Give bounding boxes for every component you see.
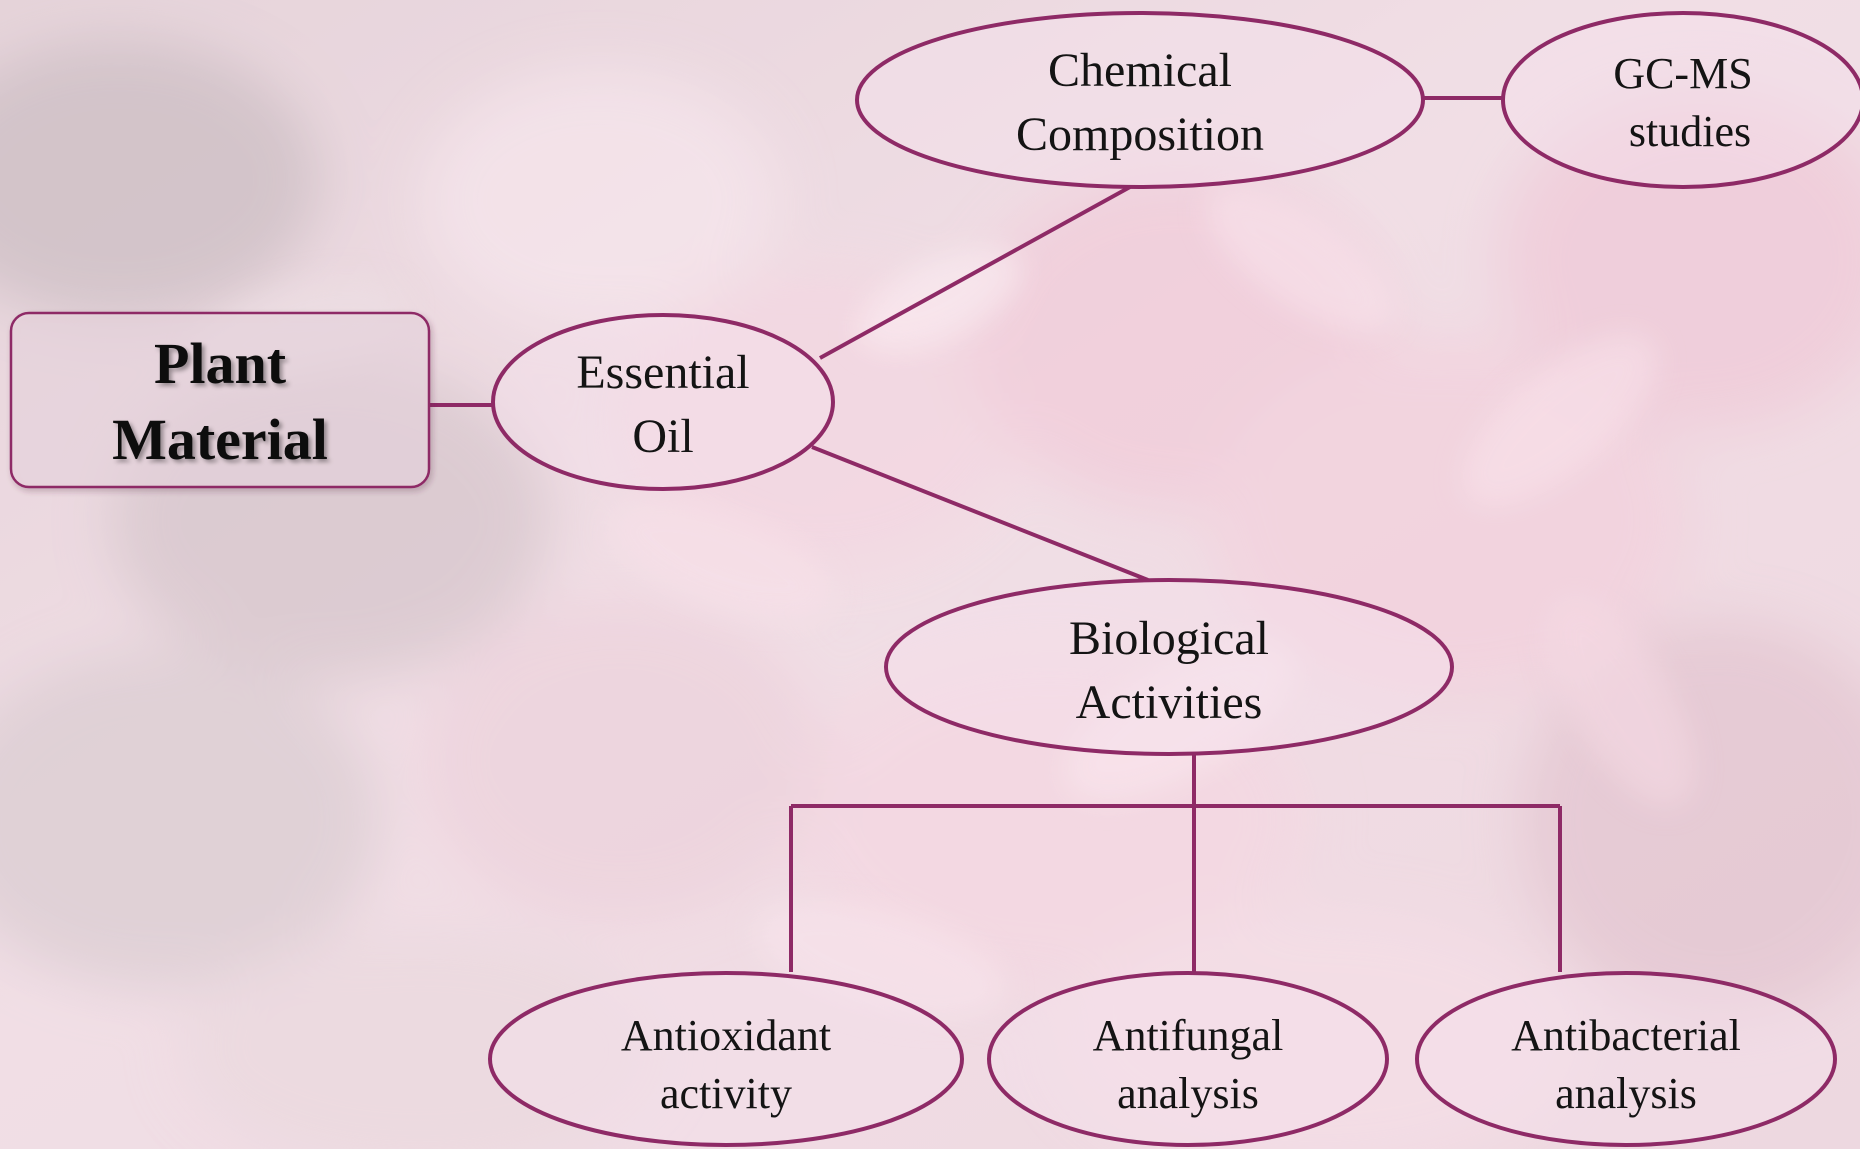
- node-chemical-composition: Chemical Composition: [855, 11, 1425, 189]
- plant-material-label-line2: Material: [112, 407, 328, 472]
- antibacterial-label-line2: analysis: [1555, 1069, 1697, 1118]
- gcms-label-line1: GC-MS: [1613, 49, 1752, 98]
- antioxidant-label-line1: Antioxidant: [621, 1011, 831, 1060]
- connector-oil-to-chemical: [819, 185, 1131, 360]
- biological-activities-label-line1: Biological: [1069, 612, 1269, 665]
- antibacterial-label-line1: Antibacterial: [1511, 1011, 1741, 1060]
- gcms-label-line2: studies: [1629, 107, 1751, 156]
- node-biological-activities: Biological Activities: [884, 578, 1454, 756]
- antioxidant-label-line2: activity: [660, 1069, 792, 1118]
- connector-oil-to-biological: [811, 445, 1149, 582]
- antifungal-label-line2: analysis: [1117, 1069, 1259, 1118]
- node-essential-oil: Essential Oil: [491, 313, 835, 491]
- essential-oil-label-line2: Oil: [632, 410, 693, 463]
- biological-activities-label-line2: Activities: [1076, 676, 1263, 729]
- node-gcms-studies: GC-MS studies: [1501, 11, 1860, 189]
- antifungal-label-line1: Antifungal: [1093, 1011, 1284, 1060]
- plant-material-label-line1: Plant: [154, 331, 287, 396]
- connectors: [430, 96, 1562, 972]
- essential-oil-label-line1: Essential: [576, 346, 749, 399]
- chemical-composition-label-line1: Chemical: [1048, 44, 1232, 97]
- node-antifungal-analysis: Antifungal analysis: [987, 971, 1389, 1147]
- node-antioxidant-activity: Antioxidant activity: [488, 971, 964, 1147]
- chemical-composition-label-line2: Composition: [1016, 108, 1264, 161]
- plant-material-box: Plant Material: [9, 311, 431, 489]
- node-antibacterial-analysis: Antibacterial analysis: [1415, 971, 1837, 1147]
